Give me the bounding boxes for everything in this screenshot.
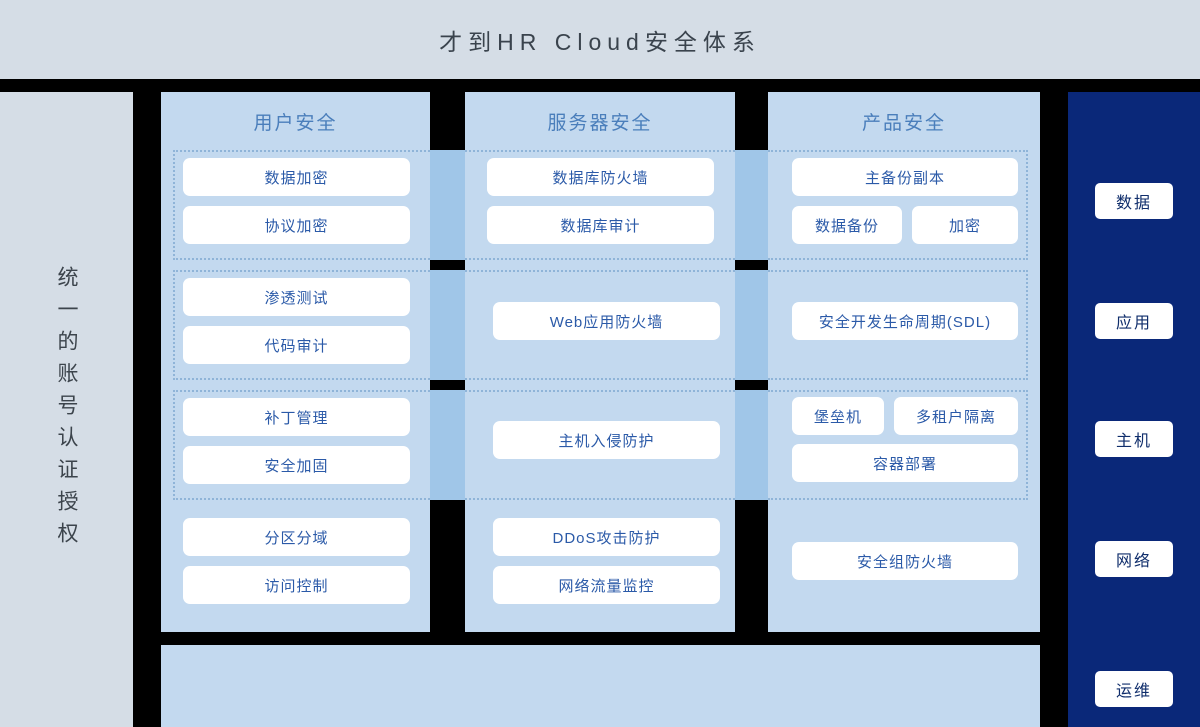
bridge-group-1-left bbox=[430, 150, 465, 260]
card-patch-management[interactable]: 补丁管理 bbox=[183, 398, 410, 436]
card-access-control[interactable]: 访问控制 bbox=[183, 566, 410, 604]
column-title-user-security: 用户安全 bbox=[253, 112, 338, 134]
card-sdl[interactable]: 安全开发生命周期(SDL) bbox=[792, 302, 1018, 340]
bridge-group-3-left bbox=[430, 390, 465, 500]
page-title-band: 才到HR Cloud安全体系 bbox=[0, 0, 1200, 79]
card-traffic-monitoring[interactable]: 网络流量监控 bbox=[493, 566, 720, 604]
right-sidebar-item-network[interactable]: 网络 bbox=[1095, 541, 1173, 577]
card-encryption[interactable]: 加密 bbox=[912, 206, 1018, 244]
right-sidebar-item-data[interactable]: 数据 bbox=[1095, 183, 1173, 219]
bridge-group-2-left bbox=[430, 270, 465, 380]
card-penetration-test[interactable]: 渗透测试 bbox=[183, 278, 410, 316]
card-data-encryption[interactable]: 数据加密 bbox=[183, 158, 410, 196]
card-container-deployment[interactable]: 容器部署 bbox=[792, 444, 1018, 482]
column-title-product-security: 产品安全 bbox=[861, 112, 946, 134]
bridge-group-2-right bbox=[735, 270, 768, 380]
right-sidebar-item-operations[interactable]: 运维 bbox=[1095, 671, 1173, 707]
card-primary-backup-replica[interactable]: 主备份副本 bbox=[792, 158, 1018, 196]
bottom-band bbox=[161, 645, 1040, 727]
left-sidebar: 统一的账号认证授权 bbox=[0, 92, 133, 727]
card-bastion-host[interactable]: 堡垒机 bbox=[792, 397, 884, 435]
column-server-security: 服务器安全 数据库防火墙 数据库审计 Web应用防火墙 主机入侵防护 DDoS攻… bbox=[465, 92, 735, 632]
card-security-group-firewall[interactable]: 安全组防火墙 bbox=[792, 542, 1018, 580]
card-host-ips[interactable]: 主机入侵防护 bbox=[493, 421, 720, 459]
left-sidebar-label: 统一的账号认证授权 bbox=[55, 265, 78, 554]
column-title-server-security: 服务器安全 bbox=[547, 112, 653, 134]
column-user-security: 用户安全 数据加密 协议加密 渗透测试 代码审计 补丁管理 安全加固 分区分域 … bbox=[161, 92, 430, 632]
right-sidebar: 数据 应用 主机 网络 运维 bbox=[1068, 92, 1200, 727]
card-ddos-protection[interactable]: DDoS攻击防护 bbox=[493, 518, 720, 556]
column-product-security: 产品安全 主备份副本 数据备份 加密 安全开发生命周期(SDL) 堡垒机 多租户… bbox=[768, 92, 1040, 632]
card-db-firewall[interactable]: 数据库防火墙 bbox=[487, 158, 714, 196]
card-data-backup[interactable]: 数据备份 bbox=[792, 206, 902, 244]
right-sidebar-item-app[interactable]: 应用 bbox=[1095, 303, 1173, 339]
card-multi-tenant-isolation[interactable]: 多租户隔离 bbox=[894, 397, 1018, 435]
card-db-audit[interactable]: 数据库审计 bbox=[487, 206, 714, 244]
bridge-group-3-right bbox=[735, 390, 768, 500]
card-security-hardening[interactable]: 安全加固 bbox=[183, 446, 410, 484]
card-web-app-firewall[interactable]: Web应用防火墙 bbox=[493, 302, 720, 340]
bottom-item-log-audit[interactable]: 日志审计(操作日志) bbox=[0, 78, 139, 95]
bridge-group-1-right bbox=[735, 150, 768, 260]
card-zone-partition[interactable]: 分区分域 bbox=[183, 518, 410, 556]
page-title: 才到HR Cloud安全体系 bbox=[439, 28, 761, 55]
right-sidebar-item-host[interactable]: 主机 bbox=[1095, 421, 1173, 457]
card-code-audit[interactable]: 代码审计 bbox=[183, 326, 410, 364]
card-protocol-encryption[interactable]: 协议加密 bbox=[183, 206, 410, 244]
